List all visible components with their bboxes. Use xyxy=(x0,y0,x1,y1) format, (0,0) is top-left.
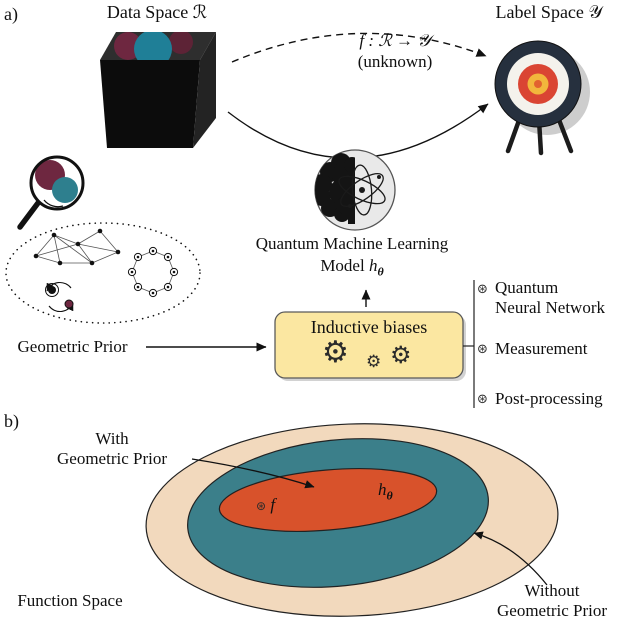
atom-icon xyxy=(338,164,386,216)
label-space-title: Label Space 𝒴 xyxy=(495,2,603,22)
cycle-graph-icon xyxy=(127,246,179,298)
h-symbol: h xyxy=(378,480,387,499)
qml-title-line2: Model hθ xyxy=(227,256,477,279)
gear-icon: ⚙ xyxy=(366,352,382,372)
function-space-diagram xyxy=(145,423,559,617)
exchange-icon xyxy=(45,281,74,313)
pipeline-item-post-processing: Post-processing xyxy=(495,389,603,408)
unknown-map-label: f : ℛ → 𝒴 xyxy=(359,31,431,50)
geometric-prior-group xyxy=(5,222,201,324)
panel-b-label: b) xyxy=(4,411,19,431)
with-prior-ellipse xyxy=(218,468,438,532)
pipeline-item-quantum-neural-network: Quantum Neural Network xyxy=(495,278,605,317)
without-prior-arrow xyxy=(473,531,548,586)
h-theta-label: hθ xyxy=(378,480,393,503)
circled-asterisk-icon: ⊛ xyxy=(256,499,267,513)
data-space-cube xyxy=(100,32,216,148)
pipeline-item-measurement: Measurement xyxy=(495,339,588,358)
magnifier-icon xyxy=(17,155,85,230)
h-symbol: h xyxy=(368,256,378,275)
teal-ball xyxy=(134,32,172,60)
circled-asterisk-icon: ⊛ xyxy=(477,342,488,357)
circled-asterisk-icon: ⊛ xyxy=(477,392,488,407)
qml-model-word: Model xyxy=(320,256,365,275)
panel-a-label: a) xyxy=(4,4,18,24)
inductive-biases-box xyxy=(274,311,466,381)
random-graph-icon xyxy=(35,230,119,264)
unknown-map-sublabel: (unknown) xyxy=(357,52,433,71)
function-space-label: Function Space xyxy=(17,591,123,610)
qml-title-line1: Quantum Machine Learning xyxy=(255,234,449,253)
with-prior-arrow xyxy=(191,458,315,489)
target-icon xyxy=(494,40,590,156)
theta-symbol: θ xyxy=(386,488,393,503)
f-label-group: ⊛ f xyxy=(256,495,275,515)
pipeline-brace xyxy=(463,280,475,408)
with-prior-label: With Geometric Prior xyxy=(57,429,167,468)
gear-icon: ⚙ xyxy=(390,341,412,369)
inductive-biases-label: Inductive biases xyxy=(310,317,428,337)
gear-icon: ⚙ xyxy=(322,335,349,370)
theta-symbol: θ xyxy=(377,264,384,279)
qml-model-icon xyxy=(314,149,396,231)
geometric-prior-label: Geometric Prior xyxy=(17,337,128,356)
data-space-title: Data Space ℛ xyxy=(106,2,208,22)
graph-nodes xyxy=(33,228,121,266)
maroon-ball xyxy=(169,32,193,54)
f-symbol: f xyxy=(270,495,276,514)
circled-asterisk-icon: ⊛ xyxy=(477,282,488,297)
without-prior-label: Without Geometric Prior xyxy=(497,581,607,620)
